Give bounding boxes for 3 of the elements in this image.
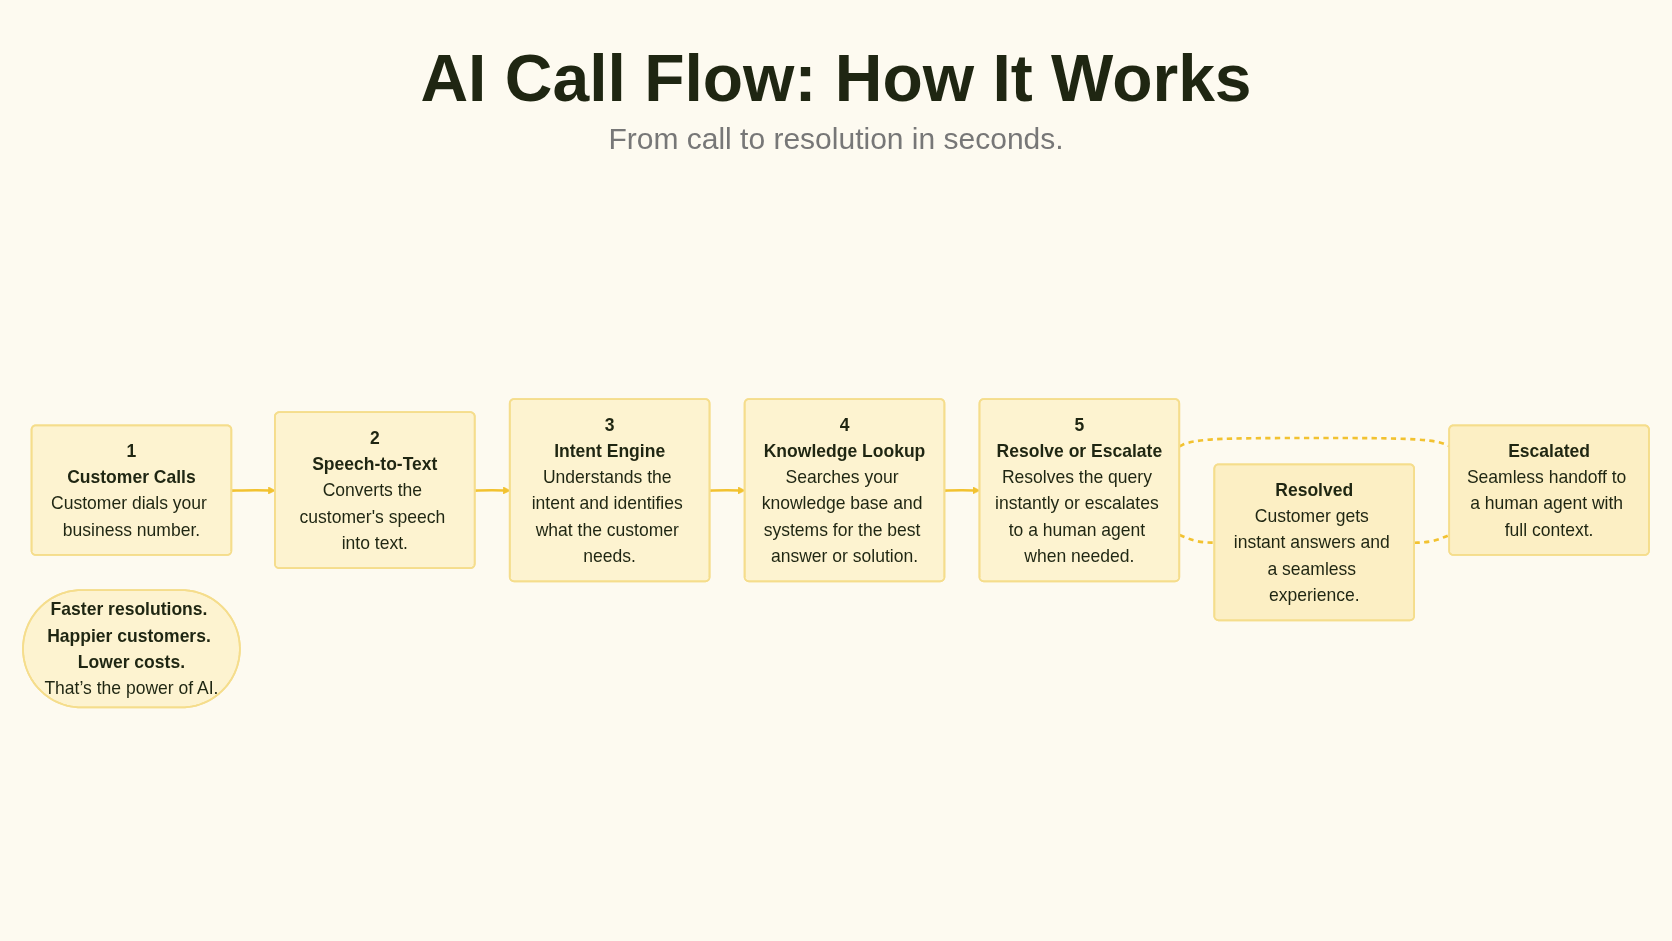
connector xyxy=(1179,534,1215,545)
subtitle: From call to resolution in seconds. xyxy=(608,122,1064,156)
title: AI Call Flow: How It Works xyxy=(420,40,1252,116)
